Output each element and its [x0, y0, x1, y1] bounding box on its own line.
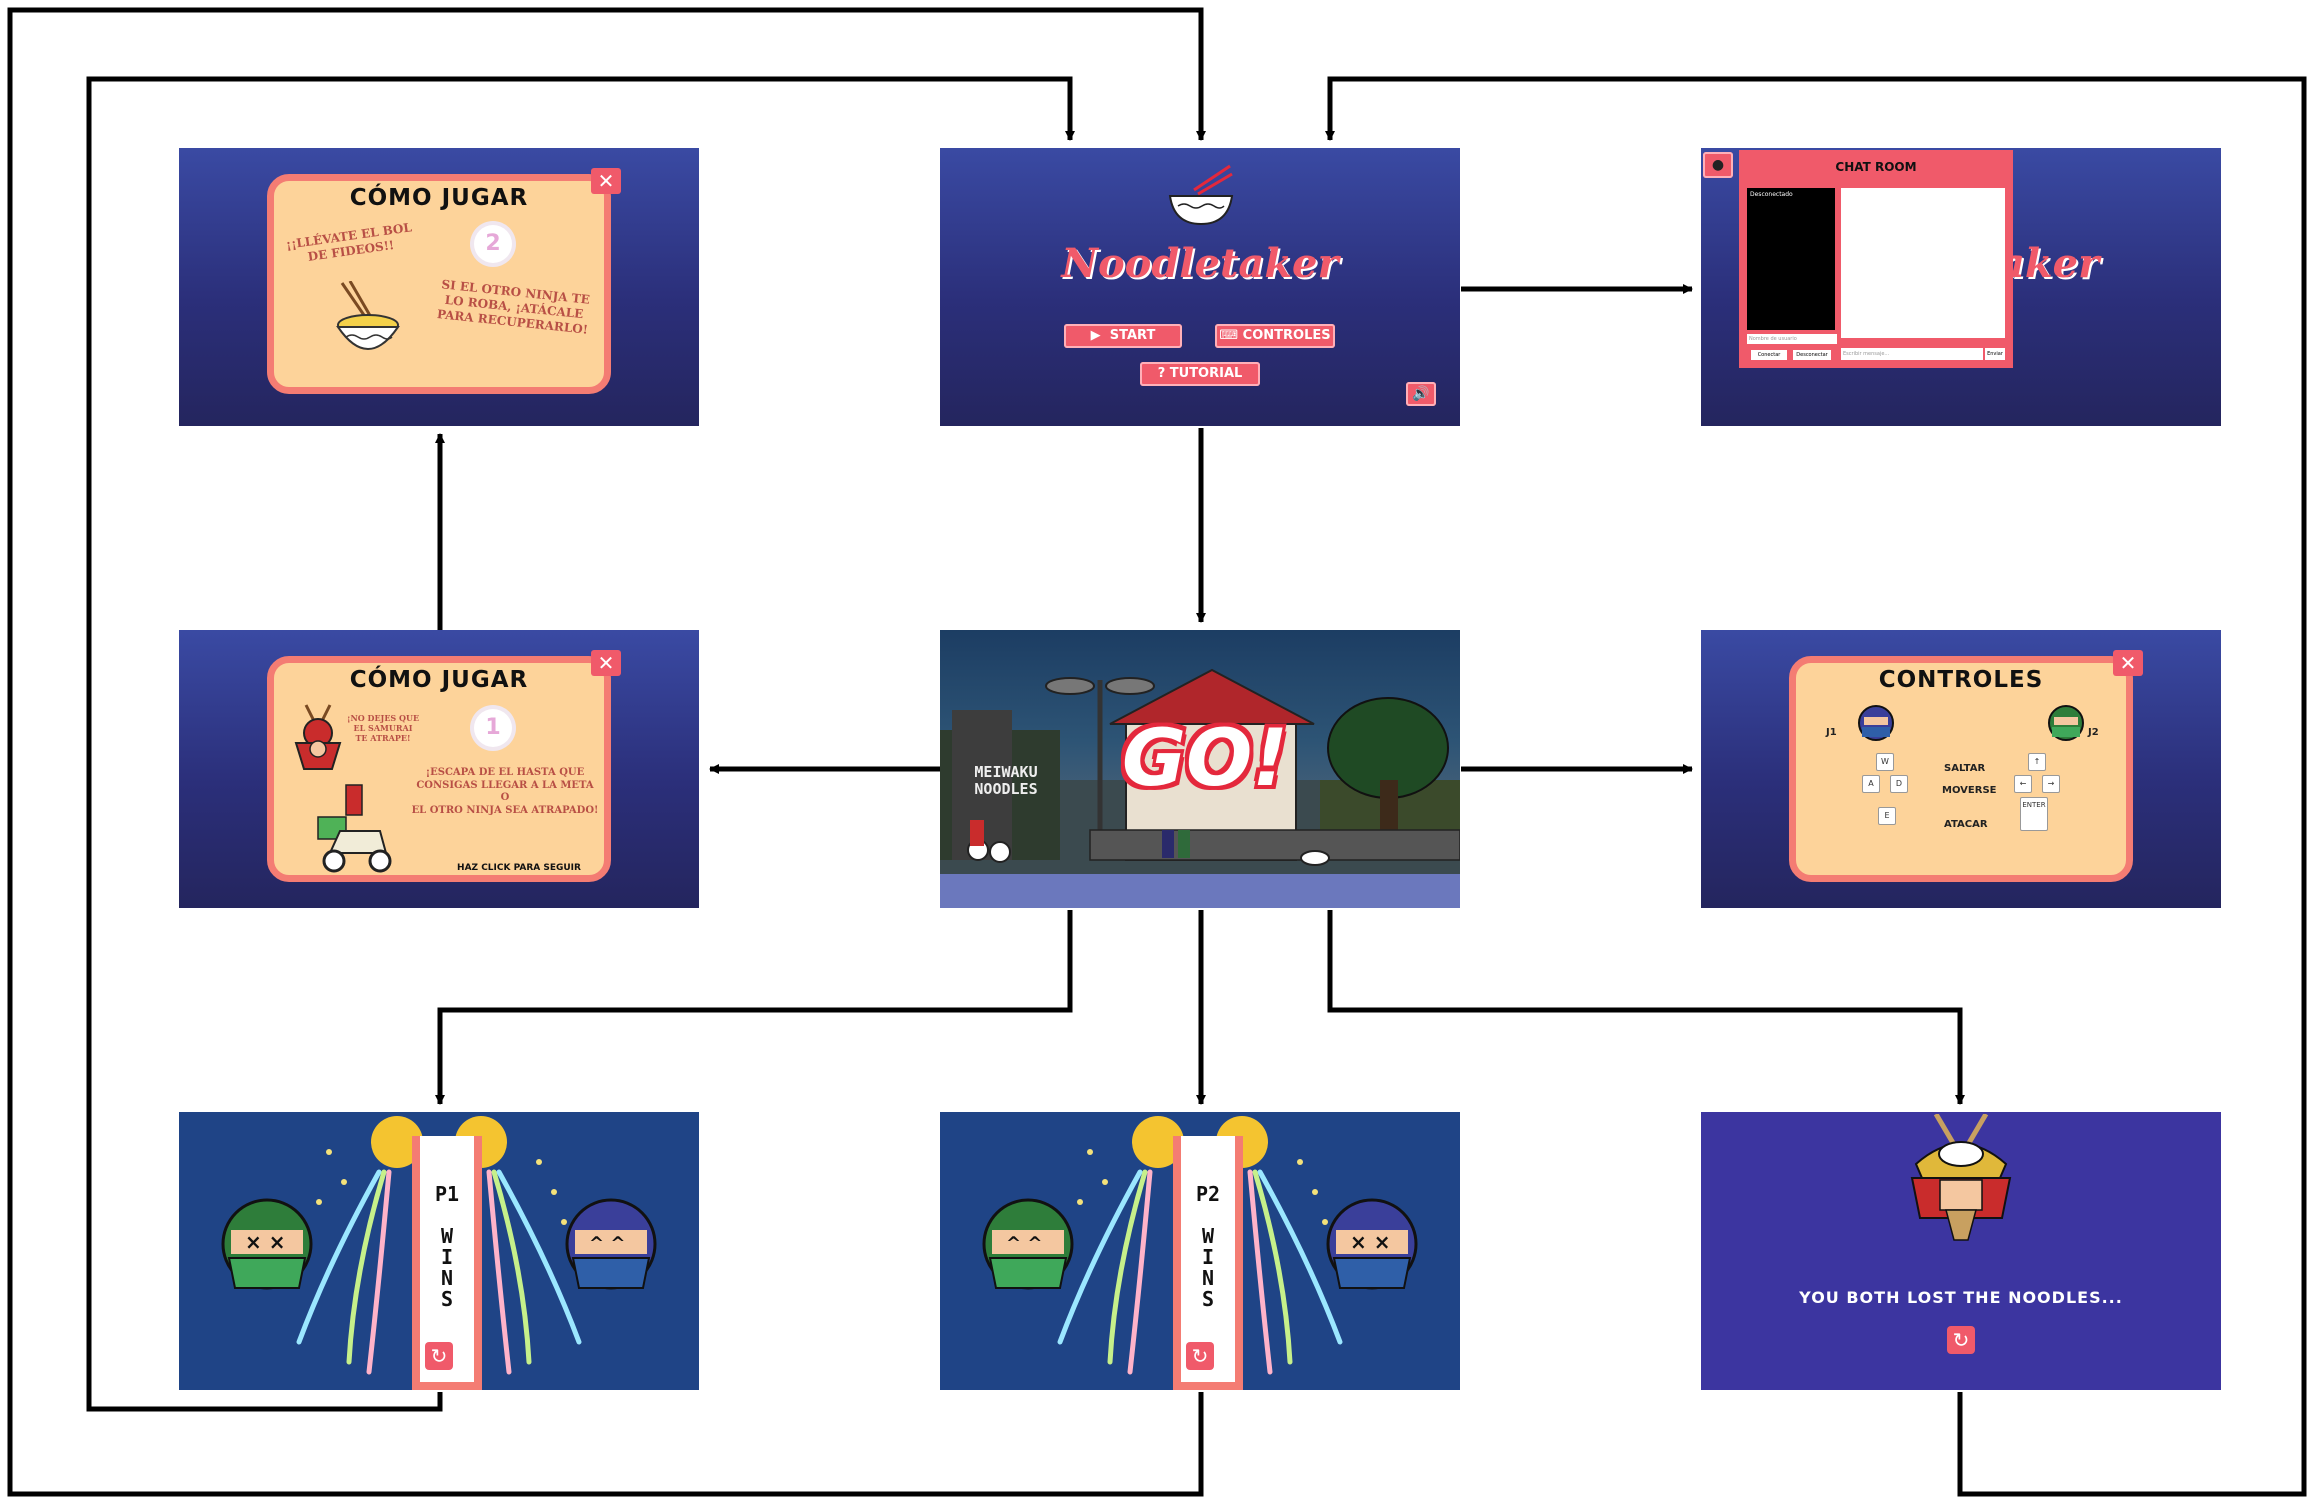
shop-sign: MEIWAKU NOODLES: [974, 763, 1038, 798]
step-badge: 2: [474, 225, 512, 263]
celebration-art: ^ ^ × ×: [982, 1116, 1418, 1375]
name-field[interactable]: Nombre de usuario: [1747, 334, 1837, 344]
lose-message: YOU BOTH LOST THE NOODLES...: [1799, 1288, 2123, 1307]
restart-button[interactable]: ↻: [1186, 1342, 1214, 1370]
start-label: START: [1109, 328, 1156, 343]
disconnect-button[interactable]: Desconectar: [1793, 350, 1831, 360]
svg-text:× ×: × ×: [245, 1230, 285, 1254]
restart-icon: ↻: [1952, 1328, 1970, 1352]
tutorial-text-right: SI EL OTRO NINJA TE LO ROBA, ¡ATÁCALE PA…: [436, 277, 591, 337]
main-menu-screen: Noodletaker ▶ START ⌨ CONTROLES ? TUTORI…: [940, 148, 1460, 426]
message-area[interactable]: [1841, 188, 2005, 338]
samurai-icon: [294, 704, 342, 770]
chat-title: CHAT ROOM: [1835, 160, 1917, 174]
step-badge: 1: [474, 709, 512, 747]
p1-wins-screen: × × ^ ^ P1 W I N S ↻: [179, 1112, 699, 1390]
chat-room-screen: aker ● CHAT ROOM Desconectado Nombre de …: [1701, 148, 2221, 426]
arrow-game-to-p1wins: [435, 910, 1073, 1105]
tutorial-title: CÓMO JUGAR: [349, 185, 529, 211]
noodle-bowl-icon: [1168, 164, 1234, 226]
winner-text: P2 W I N S: [1195, 1182, 1221, 1311]
key-up: ↑: [2028, 753, 2046, 771]
move-label: MOVERSE: [1942, 785, 1997, 796]
player1-label: J1: [1826, 727, 1837, 738]
p2-wins-screen: ^ ^ × × P2 W I N S ↻: [940, 1112, 1460, 1390]
winner-text: P1 W I N S: [434, 1182, 460, 1311]
restart-icon: ↻: [430, 1344, 448, 1368]
chat-panel: CHAT ROOM Desconectado Nombre de usuario…: [1739, 150, 2013, 368]
scooter-samurai-icon: [317, 784, 392, 873]
controls-title: CONTROLES: [1878, 667, 2044, 693]
game-screen: MEIWAKU NOODLES GO!: [940, 630, 1460, 908]
speaker-icon[interactable]: 🔊: [1406, 382, 1436, 406]
message-input[interactable]: Escribir mensaje...: [1841, 348, 1983, 360]
game-logo: Noodletaker: [1061, 240, 1339, 287]
go-banner: GO!: [1122, 714, 1288, 804]
key-e: E: [1878, 807, 1896, 825]
close-button[interactable]: ✕: [2113, 650, 2143, 676]
close-button[interactable]: ✕: [591, 168, 621, 194]
tutorial-step1-screen: CÓMO JUGAR 1 ¡NO DEJES QUE EL SAMURAI TE…: [179, 630, 699, 908]
svg-text:^ ^: ^ ^: [589, 1233, 625, 1254]
blue-ninja-icon: [1858, 705, 1894, 741]
attack-label: ATACAR: [1944, 819, 1988, 830]
connect-button[interactable]: Conectar: [1751, 350, 1787, 360]
speech-bubble-icon: ●: [1711, 157, 1725, 173]
tutorial-card: CÓMO JUGAR 1 ¡NO DEJES QUE EL SAMURAI TE…: [267, 656, 611, 882]
tutorial-label: TUTORIAL: [1169, 366, 1243, 381]
game-scene: [940, 668, 1460, 908]
controls-button[interactable]: ⌨ CONTROLES: [1215, 324, 1335, 348]
tutorial-text-left: ¡¡LLÉVATE EL BOL DE FIDEOS!!: [285, 220, 413, 264]
player2-label: J2: [2088, 727, 2099, 738]
restart-icon: ↻: [1191, 1344, 1209, 1368]
key-left: ←: [2014, 775, 2032, 793]
noodle-bowl-icon: [336, 281, 400, 350]
svg-text:× ×: × ×: [1350, 1230, 1390, 1254]
samurai-icon: [1910, 1114, 2012, 1241]
key-d: D: [1890, 775, 1908, 793]
start-button[interactable]: ▶ START: [1064, 324, 1182, 348]
controls-card: CONTROLES J1 J2 SALTAR MOVERSE ATACAR W …: [1789, 656, 2133, 882]
tutorial-text-small: ¡NO DEJES QUE EL SAMURAI TE ATRAPE!: [346, 713, 420, 743]
key-w: W: [1876, 753, 1894, 771]
arrow-lose-to-menu: [1325, 76, 2307, 1497]
key-a: A: [1862, 775, 1880, 793]
game-logo-partial: aker: [1999, 240, 2100, 287]
question-icon: ?: [1157, 366, 1166, 381]
green-ninja-icon: [2048, 705, 2084, 741]
continue-hint[interactable]: HAZ CLICK PARA SEGUIR: [457, 863, 581, 873]
arrow-p2wins-to-menu: [7, 7, 1206, 1497]
controls-label: CONTROLES: [1242, 328, 1331, 343]
restart-button[interactable]: ↻: [1947, 1326, 1975, 1354]
send-button[interactable]: Enviar: [1985, 348, 2005, 360]
tutorial-text-main: ¡ESCAPA DE EL HASTA QUE CONSIGAS LLEGAR …: [411, 767, 599, 816]
tutorial-step2-screen: CÓMO JUGAR 2 ¡¡LLÉVATE EL BOL DE FIDEOS!…: [179, 148, 699, 426]
tutorial-card: CÓMO JUGAR 2 ¡¡LLÉVATE EL BOL DE FIDEOS!…: [267, 174, 611, 394]
keyboard-icon: ⌨: [1219, 328, 1239, 343]
controls-screen: CONTROLES J1 J2 SALTAR MOVERSE ATACAR W …: [1701, 630, 2221, 908]
restart-button[interactable]: ↻: [425, 1342, 453, 1370]
jump-label: SALTAR: [1944, 763, 1986, 774]
celebration-art: × × ^ ^: [221, 1116, 657, 1375]
tutorial-button[interactable]: ? TUTORIAL: [1140, 362, 1260, 386]
key-right: →: [2042, 775, 2060, 793]
arrow-p1wins-to-menu: [86, 76, 1075, 1412]
status-label: Desconectado: [1750, 191, 1793, 198]
close-button[interactable]: ✕: [591, 650, 621, 676]
arrow-game-to-lose: [1327, 910, 1965, 1105]
winner-ribbon: [412, 1136, 482, 1390]
play-icon: ▶: [1090, 328, 1101, 343]
user-list: Desconectado: [1747, 188, 1835, 330]
chat-toggle-button[interactable]: ●: [1703, 152, 1733, 178]
tutorial-title: CÓMO JUGAR: [349, 667, 529, 693]
winner-ribbon: [1173, 1136, 1243, 1390]
svg-text:^ ^: ^ ^: [1006, 1233, 1042, 1254]
lose-screen: YOU BOTH LOST THE NOODLES... ↻: [1701, 1112, 2221, 1390]
key-enter: ENTER: [2020, 797, 2048, 831]
